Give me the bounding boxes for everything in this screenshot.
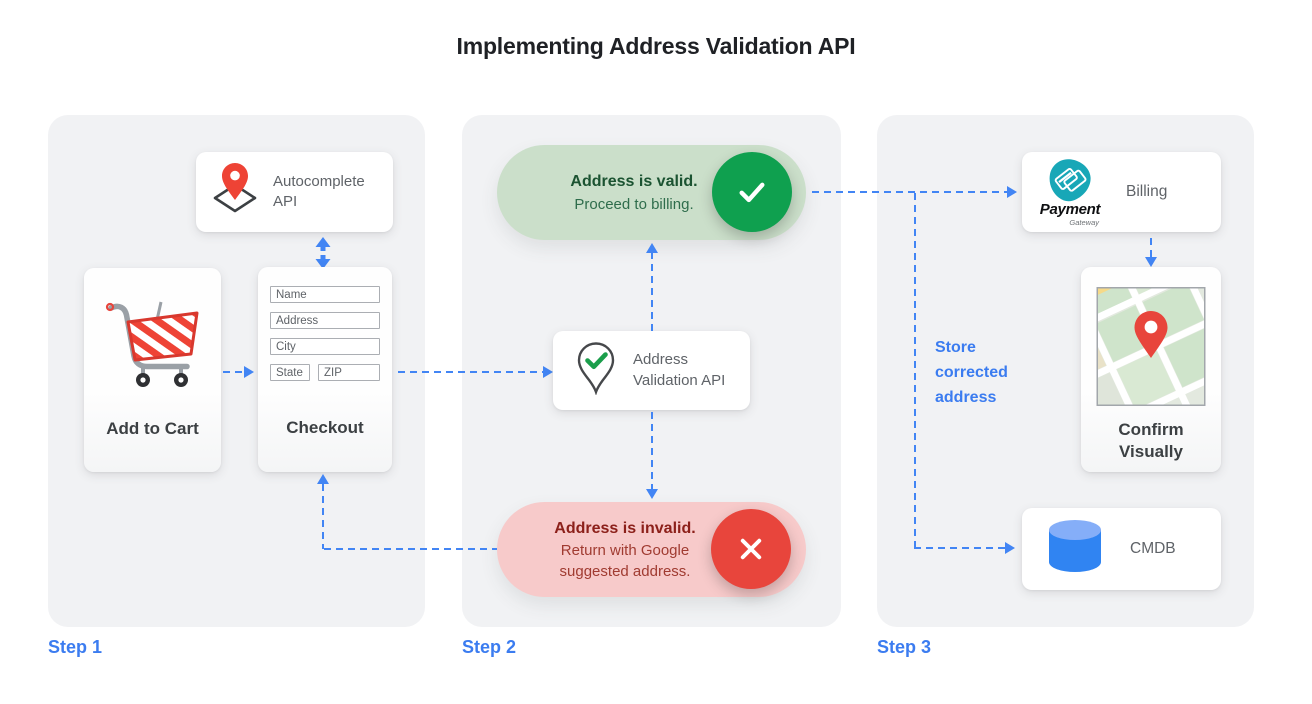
address-validation-api-card: Address Validation API <box>553 331 750 410</box>
database-cylinder-icon <box>1044 518 1106 581</box>
address-field[interactable] <box>270 312 380 329</box>
arrowhead-checkout-to-validation <box>543 366 553 378</box>
add-to-cart-label: Add to Cart <box>106 419 199 438</box>
arrow-cart-to-checkout <box>223 371 245 373</box>
autocomplete-api-card: Autocomplete API <box>196 152 393 232</box>
step3-label: Step 3 <box>877 637 932 657</box>
x-icon <box>711 509 791 589</box>
confirm-visually-card: Confirm Visually <box>996 189 1307 504</box>
state-field[interactable] <box>270 364 310 381</box>
arrowhead-invalid-to-checkout <box>317 474 329 484</box>
city-field[interactable] <box>270 338 380 355</box>
map-thumbnail <box>996 189 1307 504</box>
store-corrected-address-note: Store corrected address <box>935 339 1008 406</box>
double-arrow-icon <box>315 237 331 274</box>
step1-label: Step 1 <box>48 637 103 657</box>
arrow-validation-to-invalid <box>651 412 653 489</box>
arrow-checkout-to-validation <box>398 371 544 373</box>
name-field[interactable] <box>270 286 380 303</box>
autocomplete-api-label: Autocomplete API <box>273 172 365 210</box>
valid-title: Address is valid. <box>570 173 698 191</box>
add-to-cart-card: Add to Cart <box>84 268 221 472</box>
payment-gateway-logo-title: Payment <box>1039 200 1101 218</box>
step2-label: Step 2 <box>462 637 517 657</box>
arrowhead-validation-to-valid <box>646 243 658 253</box>
map-pin-diamond-icon <box>210 161 260 224</box>
address-invalid-pill: Address is invalid. Return with Google s… <box>497 502 806 597</box>
page-title: Implementing Address Validation API <box>456 33 856 59</box>
arrow-store-branch-horizontal <box>914 547 1006 549</box>
arrow-store-branch-vertical <box>914 193 916 548</box>
address-validation-api-label: Address Validation API <box>633 351 726 389</box>
invalid-subtitle: Return with Google suggested address. <box>559 542 691 581</box>
payment-gateway-logo-subtitle: Gateway <box>1069 217 1099 227</box>
cmdb-card: CMDB <box>1022 508 1221 590</box>
arrow-invalid-return-vertical <box>322 484 324 549</box>
arrowhead-branch-to-cmdb <box>1005 542 1015 554</box>
pin-check-icon <box>575 341 617 400</box>
cmdb-label: CMDB <box>1130 539 1176 557</box>
valid-subtitle: Proceed to billing. <box>574 195 694 213</box>
arrowhead-cart-to-checkout <box>244 366 254 378</box>
arrowhead-billing-to-confirm <box>1145 257 1157 267</box>
arrow-valid-to-billing <box>812 191 1008 193</box>
confirm-visually-label: Confirm Visually <box>1118 420 1184 462</box>
arrow-validation-to-valid <box>651 252 653 331</box>
check-icon <box>712 152 792 232</box>
zip-field[interactable] <box>318 364 380 381</box>
billing-label: Billing <box>1126 182 1168 200</box>
billing-card: Payment Gateway Billing <box>1022 152 1221 232</box>
arrow-invalid-return-horizontal <box>324 548 497 550</box>
arrowhead-validation-to-invalid <box>646 489 658 499</box>
payment-gateway-logo: Payment Gateway <box>1038 158 1102 227</box>
arrow-billing-to-confirm <box>1150 238 1152 258</box>
address-valid-pill: Address is valid. Proceed to billing. <box>497 145 806 240</box>
checkout-card: Checkout <box>258 267 392 472</box>
invalid-title: Address is invalid. <box>554 519 696 537</box>
checkout-label: Checkout <box>286 418 364 437</box>
arrowhead-valid-to-billing <box>1007 186 1017 198</box>
shopping-cart-icon <box>101 294 205 395</box>
